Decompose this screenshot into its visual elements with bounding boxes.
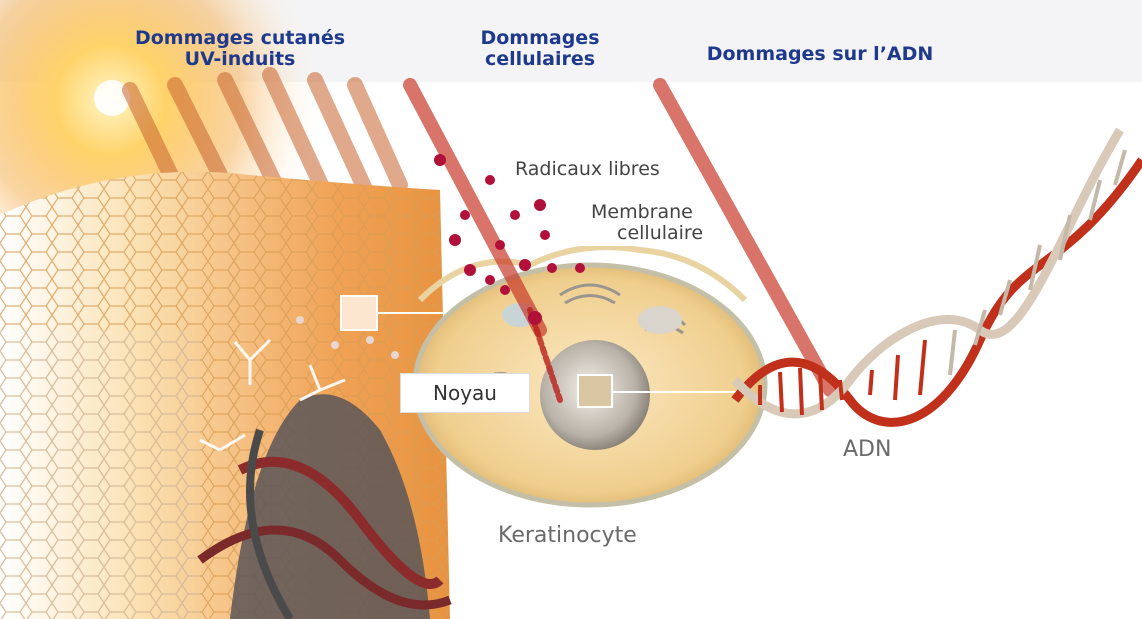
dna-helix (735, 130, 1142, 422)
zoom-marker (341, 296, 377, 330)
label-nucleus: Noyau (400, 373, 530, 413)
label-cell-membrane: Membrane cellulaire (583, 200, 711, 246)
label-membrane-line1: Membrane (591, 201, 693, 223)
header-cell-line2: cellulaires (455, 49, 625, 70)
skin-section (0, 172, 460, 619)
header-skin-damage: Dommages cutanés UV-induits (110, 28, 370, 70)
dna-zoom-marker (578, 375, 612, 407)
header-skin-line2: UV-induits (110, 49, 370, 70)
header-cell-line1: Dommages (455, 28, 625, 49)
label-dna: ADN (843, 437, 891, 462)
label-keratinocyte: Keratinocyte (498, 523, 637, 548)
header-dna-line1: Dommages sur l’ADN (675, 44, 965, 65)
label-free-radicals: Radicaux libres (505, 154, 670, 184)
header-dna-damage: Dommages sur l’ADN (675, 44, 965, 65)
header-skin-line1: Dommages cutanés (110, 28, 370, 49)
label-membrane-line2: cellulaire (591, 222, 703, 244)
header-cell-damage: Dommages cellulaires (455, 28, 625, 70)
